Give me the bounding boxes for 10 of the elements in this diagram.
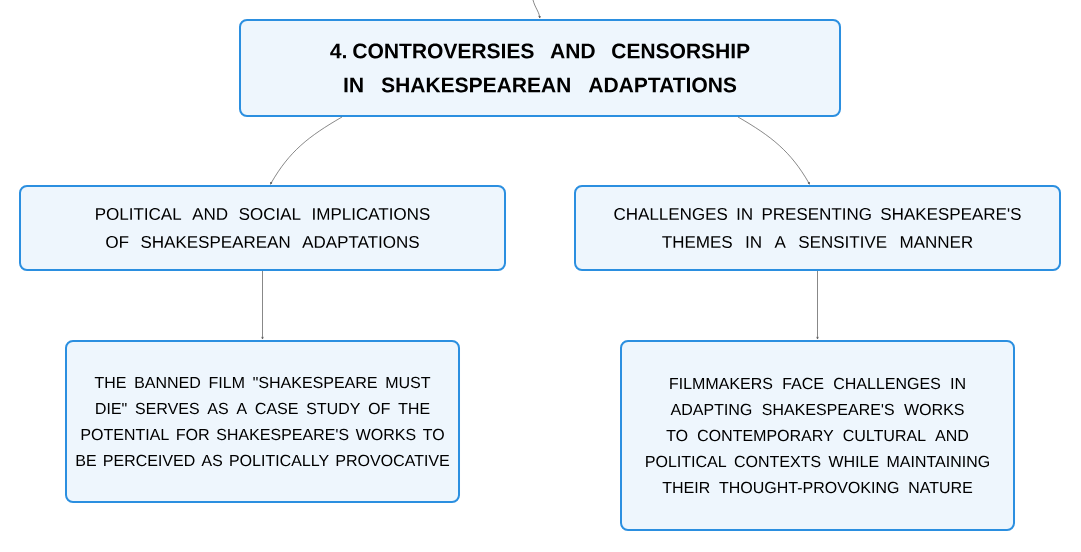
detail-box: FILMMAKERS FACE CHALLENGES IN ADAPTING SHAKESPEARE'S WORKS TO CONTEMPORARY CULTURAL AND POLITICAL CONTEXTS WHILE MAINTAINING THEIR THOUGHT-PROVOKING NATURE <box>620 340 1015 531</box>
arrow <box>532 0 541 19</box>
title-box: 4. CONTROVERSIES AND CENSORSHIP IN SHAKESPEAREAN ADAPTATIONS <box>239 19 841 117</box>
detail-box: THE BANNED FILM "SHAKESPEARE MUST DIE" SERVES AS A CASE STUDY OF THE POTENTIAL FOR SHAKESPEARE'S WORKS TO BE PERCEIVED AS POLITICALLY PROVOCATIVE <box>65 340 460 503</box>
arrow <box>737 116 810 185</box>
arrow <box>270 116 343 185</box>
topic-box: CHALLENGES IN PRESENTING SHAKESPEARE'S THEMES IN A SENSITIVE MANNER <box>574 185 1061 271</box>
arrow <box>261 270 264 340</box>
topic-box: POLITICAL AND SOCIAL IMPLICATIONS OF SHAKESPEAREAN ADAPTATIONS <box>19 185 506 271</box>
arrow <box>816 270 819 340</box>
